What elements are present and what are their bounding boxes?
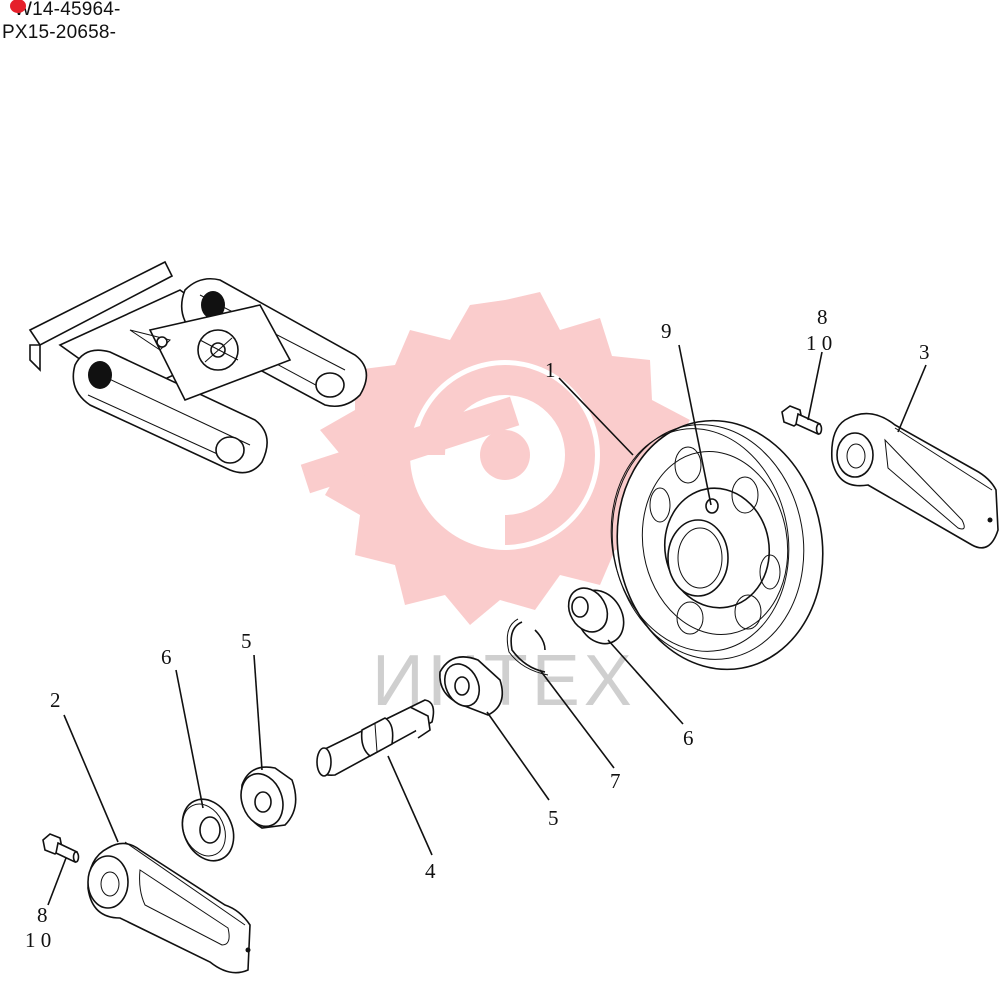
- part-bolt-top: [781, 405, 823, 436]
- undercarriage-inset: [28, 260, 368, 474]
- part-seal-left: [181, 798, 235, 862]
- callout-6-right: 6: [683, 726, 694, 750]
- callout-9: 9: [661, 319, 672, 343]
- red-marker-icon: [10, 0, 26, 13]
- serial-range-1: W14-45964-: [10, 0, 121, 21]
- callout-4: 4: [425, 859, 436, 883]
- callout-5-left: 5: [241, 629, 252, 653]
- part-idler-wheel: [610, 419, 824, 671]
- part-shaft: [316, 699, 435, 777]
- callout-10-bottom: 1 0: [25, 928, 51, 952]
- callout-2: 2: [50, 688, 61, 712]
- callout-8-bottom: 8: [37, 903, 48, 927]
- callout-3: 3: [919, 340, 930, 364]
- callout-8-top: 8: [817, 305, 828, 329]
- part-left-bracket: [87, 841, 251, 974]
- callout-7: 7: [610, 769, 621, 793]
- watermark-gear-icon: [300, 292, 690, 625]
- part-snap-ring: [506, 618, 549, 676]
- callout-5-right: 5: [548, 806, 559, 830]
- part-bolt-bottom: [42, 833, 80, 864]
- callout-6-left: 6: [161, 645, 172, 669]
- callout-10-top: 1 0: [806, 331, 832, 355]
- part-collar-left: [240, 766, 297, 829]
- part-seal-right: [567, 587, 625, 645]
- callout-1: 1: [545, 358, 556, 382]
- part-collar-right: [439, 656, 504, 716]
- part-right-bracket: [830, 412, 999, 549]
- serial-text-1: W14-45964-: [14, 0, 121, 20]
- leader-lines: [47, 344, 927, 906]
- serial-range-2: PX15-20658-: [2, 22, 117, 43]
